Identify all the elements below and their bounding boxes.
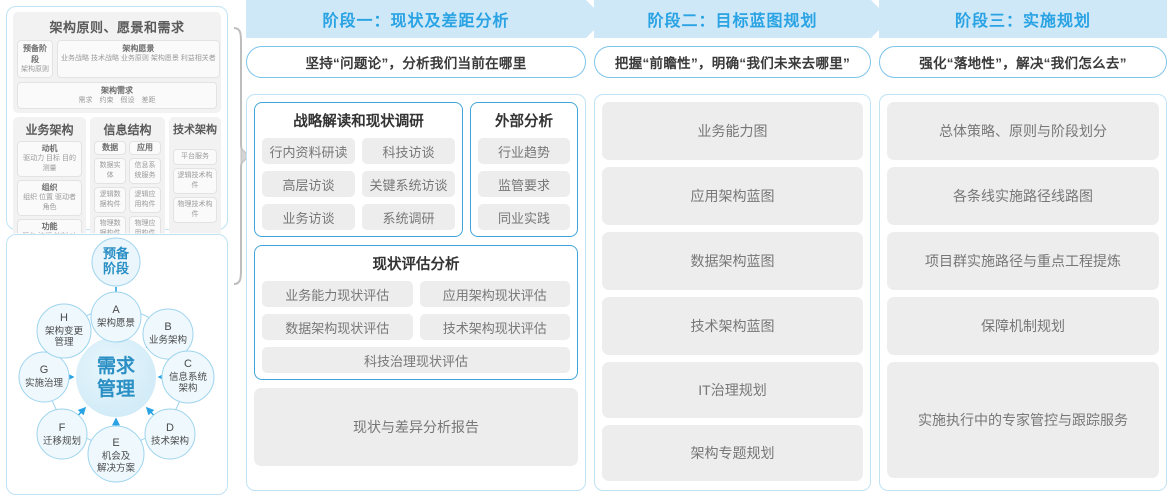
phase-2-subtitle: 把握“前瞻性”，明确“我们未来去哪里” bbox=[594, 46, 871, 78]
chip[interactable]: 关键系统访谈 bbox=[362, 171, 455, 197]
togaf-adm-cycle-panel: 需求 管理 预备 阶段 bbox=[6, 234, 228, 495]
togaf-data-subcolumn: 数据 数据实体 逻辑数据构件 物理数据构件 bbox=[94, 141, 127, 242]
adm-node-c: C 信息系统 架构 bbox=[161, 350, 215, 404]
svg-text:业务架构: 业务架构 bbox=[149, 334, 187, 346]
phase-3-item[interactable]: 保障机制规划 bbox=[887, 297, 1159, 355]
phase-column-2: 阶段二：目标蓝图规划 把握“前瞻性”，明确“我们未来去哪里” 业务能力图 应用架… bbox=[594, 0, 890, 499]
svg-text:A: A bbox=[112, 304, 120, 316]
adm-cycle-diagram: 需求 管理 预备 阶段 bbox=[18, 237, 215, 483]
card-external-analysis: 外部分析 行业趋势 监管要求 同业实践 bbox=[470, 102, 578, 237]
togaf-vision-box: 架构愿景 业务战略 技术战略 业务原则 架构愿景 利益相关者 bbox=[57, 40, 220, 78]
phase-2-item[interactable]: 应用架构蓝图 bbox=[602, 167, 863, 225]
svg-text:实施治理: 实施治理 bbox=[25, 377, 64, 389]
chip[interactable]: 业务能力现状评估 bbox=[262, 281, 413, 307]
svg-text:F: F bbox=[59, 422, 66, 434]
phase-2-item[interactable]: 业务能力图 bbox=[602, 102, 863, 160]
phase-2-banner[interactable]: 阶段二：目标蓝图规划 bbox=[594, 0, 890, 38]
adm-node-d: D 技术架构 bbox=[144, 408, 196, 460]
adm-node-b: B 业务架构 bbox=[142, 308, 194, 360]
chip[interactable]: 监管要求 bbox=[478, 171, 570, 197]
left-reference-column: 架构原则、愿景和需求 预备阶段 架构原则 架构愿景 业务战略 技术战略 业务原则… bbox=[6, 6, 228, 495]
phase-3-item[interactable]: 实施执行中的专家管控与跟踪服务 bbox=[887, 362, 1159, 478]
card-strategy-research: 战略解读和现状调研 行内资料研读 高层访谈 业务访谈 科技访谈 关键系统访谈 系… bbox=[254, 102, 463, 237]
adm-node-prelim: 预备 阶段 bbox=[91, 237, 141, 301]
phase-2-banner-label: 阶段二：目标蓝图规划 bbox=[647, 13, 818, 30]
adm-node-a: A 架构愿景 bbox=[90, 291, 142, 343]
chip[interactable]: 行业趋势 bbox=[478, 138, 570, 164]
phase-3-item[interactable]: 总体策略、原则与阶段划分 bbox=[887, 102, 1159, 160]
chevron-right-icon bbox=[871, 0, 890, 38]
phase-2-item[interactable]: IT治理规划 bbox=[602, 362, 863, 418]
chip[interactable]: 同业实践 bbox=[478, 204, 570, 230]
chip[interactable]: 业务访谈 bbox=[262, 204, 355, 230]
adm-center-circle bbox=[76, 337, 156, 417]
phase-3-banner[interactable]: 阶段三：实施规划 bbox=[879, 0, 1167, 38]
svg-text:B: B bbox=[164, 321, 171, 333]
chip[interactable]: 高层访谈 bbox=[262, 171, 355, 197]
togaf-application-subcolumn: 应用 信息系统服务 逻辑应用构件 物理应用构件 bbox=[129, 141, 161, 242]
card-current-state-assessment: 现状评估分析 业务能力现状评估 数据架构现状评估 应用架构现状评估 技术架构现状… bbox=[254, 245, 578, 380]
svg-text:迁移规划: 迁移规划 bbox=[43, 435, 81, 447]
togaf-cell: 组织 组织 位置 驱动者 角色 bbox=[17, 180, 83, 216]
svg-text:G: G bbox=[40, 364, 49, 376]
adm-node-f: F 迁移规划 bbox=[36, 408, 88, 460]
svg-text:管理: 管理 bbox=[54, 336, 74, 348]
svg-text:技术架构: 技术架构 bbox=[151, 435, 189, 447]
phase-3-content: 总体策略、原则与阶段划分 各条线实施路径线路图 项目群实施路径与重点工程提炼 保… bbox=[879, 94, 1167, 491]
chip[interactable]: 系统调研 bbox=[362, 204, 455, 230]
phase-2-item[interactable]: 技术架构蓝图 bbox=[602, 297, 863, 355]
adm-node-e: E 机会及 解决方案 bbox=[87, 425, 145, 483]
adm-node-g: G 实施治理 bbox=[18, 351, 70, 403]
svg-text:阶段: 阶段 bbox=[103, 261, 129, 276]
phase-3-item[interactable]: 各条线实施路径线路图 bbox=[887, 167, 1159, 225]
togaf-requirements-box: 架构需求 需求 约束 假设 差距 bbox=[17, 82, 217, 109]
svg-text:机会及: 机会及 bbox=[102, 450, 131, 462]
togaf-content-framework-panel: 架构原则、愿景和需求 预备阶段 架构原则 架构愿景 业务战略 技术战略 业务原则… bbox=[6, 6, 228, 309]
chevron-right-icon bbox=[586, 0, 605, 38]
togaf-header-section: 架构原则、愿景和需求 预备阶段 架构原则 架构愿景 业务战略 技术战略 业务原则… bbox=[13, 12, 221, 113]
adm-node-h: H 架构变更 管理 bbox=[36, 303, 92, 359]
phase-1-report-box[interactable]: 现状与差异分析报告 bbox=[254, 388, 578, 466]
svg-text:管理: 管理 bbox=[97, 377, 135, 400]
phase-2-item[interactable]: 架构专题规划 bbox=[602, 425, 863, 481]
chip[interactable]: 技术架构现状评估 bbox=[419, 314, 570, 340]
phase-1-banner[interactable]: 阶段一：现状及差距分析 bbox=[246, 0, 605, 38]
phase-1-content: 战略解读和现状调研 行内资料研读 高层访谈 业务访谈 科技访谈 关键系统访谈 系… bbox=[246, 94, 586, 491]
svg-text:架构变更: 架构变更 bbox=[45, 325, 84, 337]
svg-text:信息系统: 信息系统 bbox=[169, 371, 208, 383]
togaf-header-title: 架构原则、愿景和需求 bbox=[49, 20, 185, 35]
phase-2-content: 业务能力图 应用架构蓝图 数据架构蓝图 技术架构蓝图 IT治理规划 架构专题规划 bbox=[594, 94, 871, 491]
togaf-business-architecture-column: 业务架构 动机 驱动力 目标 目的 测量 组织 组织 位置 驱动者 角色 功能 … bbox=[13, 117, 87, 259]
phase-column-3: 阶段三：实施规划 强化“落地性”，解决“我们怎么去” 总体策略、原则与阶段划分 … bbox=[879, 0, 1167, 499]
phase-1-subtitle: 坚持“问题论”，分析我们当前在哪里 bbox=[246, 46, 586, 78]
togaf-cell: 动机 驱动力 目标 目的 测量 bbox=[17, 141, 83, 177]
chip[interactable]: 应用架构现状评估 bbox=[419, 281, 570, 307]
phase-3-subtitle: 强化“落地性”，解决“我们怎么去” bbox=[879, 46, 1167, 78]
phase-columns: 阶段一：现状及差距分析 坚持“问题论”，分析我们当前在哪里 战略解读和现状调研 … bbox=[246, 0, 1167, 499]
chip[interactable]: 科技访谈 bbox=[362, 138, 455, 164]
phase-3-banner-label: 阶段三：实施规划 bbox=[954, 13, 1091, 30]
phase-2-item[interactable]: 数据架构蓝图 bbox=[602, 232, 863, 290]
svg-text:架构愿景: 架构愿景 bbox=[97, 317, 135, 329]
togaf-prelim-box: 预备阶段 架构原则 bbox=[17, 40, 53, 78]
svg-text:E: E bbox=[112, 437, 119, 449]
chip[interactable]: 行内资料研读 bbox=[262, 138, 355, 164]
phase-column-1: 阶段一：现状及差距分析 坚持“问题论”，分析我们当前在哪里 战略解读和现状调研 … bbox=[246, 0, 605, 499]
svg-text:C: C bbox=[184, 358, 192, 370]
phase-1-banner-label: 阶段一：现状及差距分析 bbox=[322, 13, 510, 30]
adm-center-label-line1: 需求 bbox=[97, 354, 136, 377]
chip[interactable]: 数据架构现状评估 bbox=[262, 314, 413, 340]
svg-text:D: D bbox=[166, 422, 174, 434]
svg-text:H: H bbox=[60, 312, 68, 324]
svg-text:解决方案: 解决方案 bbox=[97, 462, 136, 474]
svg-text:架构: 架构 bbox=[178, 382, 197, 394]
phase-3-item[interactable]: 项目群实施路径与重点工程提炼 bbox=[887, 232, 1159, 290]
svg-text:预备: 预备 bbox=[103, 246, 130, 261]
chip[interactable]: 科技治理现状评估 bbox=[262, 347, 570, 373]
